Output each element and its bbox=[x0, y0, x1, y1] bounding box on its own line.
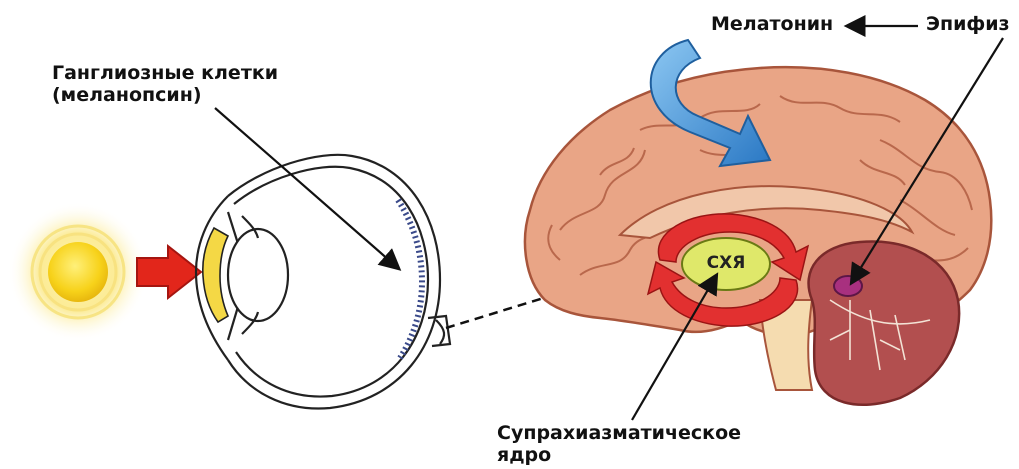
eye-diagram bbox=[196, 155, 450, 409]
scn-label-line2: ядро bbox=[497, 444, 741, 466]
epiphysis-label: Эпифиз bbox=[926, 13, 1010, 35]
scn-abbr-label: СХЯ bbox=[696, 253, 756, 273]
ganglion-cells-label: Ганглиозные клетки (меланопсин) bbox=[52, 62, 278, 106]
ganglion-label-line2: (меланопсин) bbox=[52, 84, 278, 106]
pineal-gland bbox=[834, 276, 862, 296]
light-arrow-icon bbox=[137, 246, 201, 298]
sun-icon bbox=[8, 202, 148, 342]
melatonin-label: Мелатонин bbox=[711, 13, 833, 35]
ganglion-label-line1: Ганглиозные клетки bbox=[52, 62, 278, 84]
scn-label-line1: Супрахиазматическое bbox=[497, 422, 741, 444]
scn-name-label: Супрахиазматическое ядро bbox=[497, 422, 741, 466]
